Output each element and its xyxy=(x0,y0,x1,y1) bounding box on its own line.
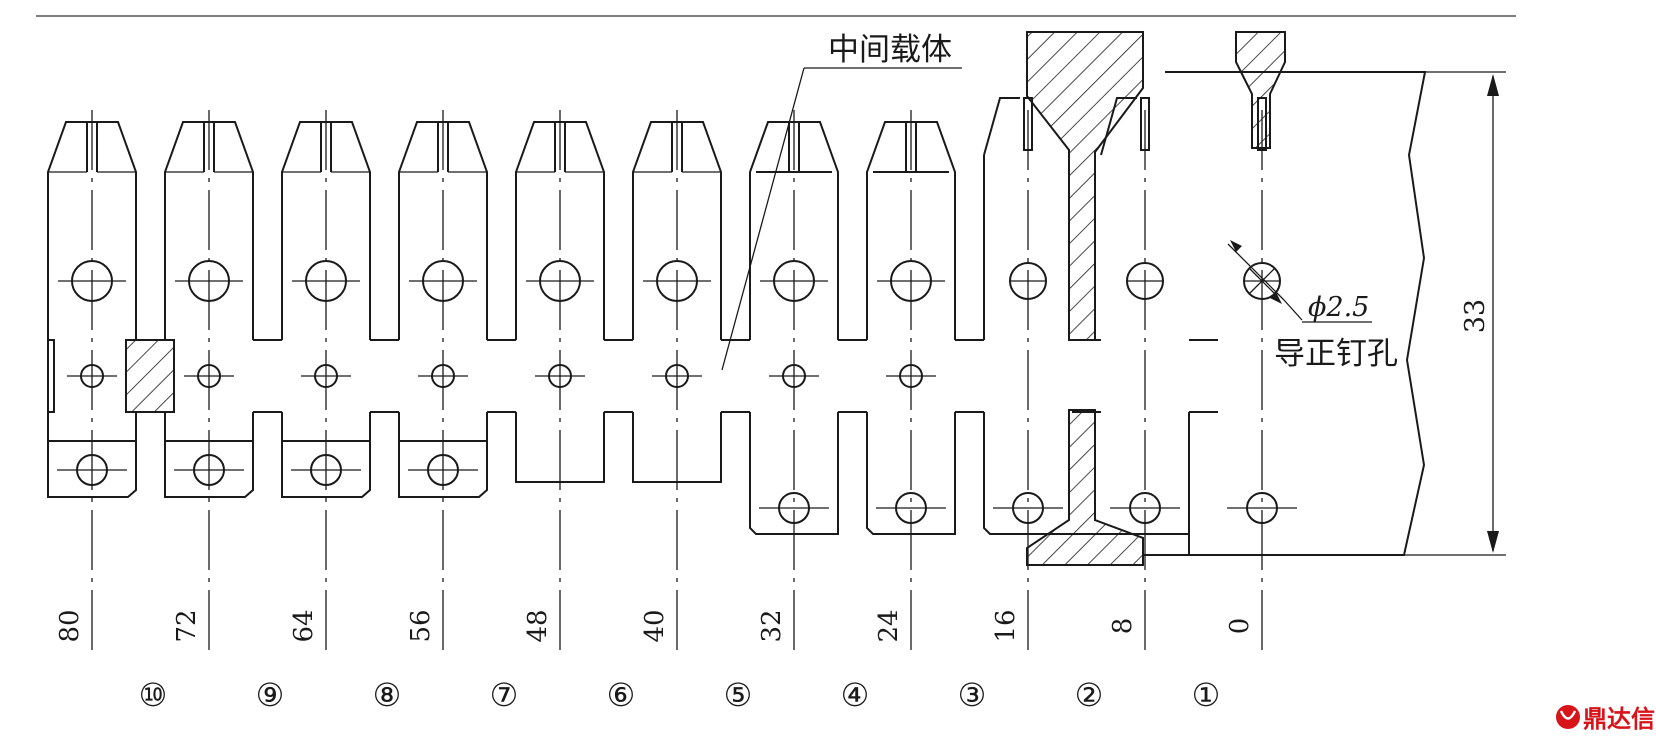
station-number: ⑧ xyxy=(373,676,402,714)
station-position-label: 72 xyxy=(172,609,202,642)
carrier-label: 中间载体 xyxy=(828,32,952,68)
punch-hatching xyxy=(125,31,1286,566)
raw-stock-outline xyxy=(1143,71,1427,556)
pitch-centerlines xyxy=(91,110,1263,650)
carrier-cut-punch xyxy=(125,339,175,413)
overall-dimension-value: 33 xyxy=(1460,299,1491,333)
logo-mark-icon xyxy=(1556,705,1580,729)
station-position-label: 8 xyxy=(1108,618,1138,635)
station-number: ⑦ xyxy=(490,676,519,714)
station-position-label: 56 xyxy=(406,609,436,642)
strip-parts xyxy=(47,97,1297,535)
station-number: ⑨ xyxy=(256,676,285,714)
hole-diameter-label: ϕ2.5 xyxy=(1308,292,1369,323)
station-position-label: 40 xyxy=(640,609,670,642)
station-position-label: 0 xyxy=(1225,618,1255,635)
carrier-callout: 中间载体 xyxy=(721,32,962,371)
lower-punch-block xyxy=(1026,409,1144,566)
station-position-label: 24 xyxy=(874,609,904,642)
station-position-label: 48 xyxy=(523,609,553,642)
station-position-label: 32 xyxy=(757,609,787,642)
pre-punched-stage xyxy=(1100,97,1180,524)
notch-punch-block-large xyxy=(1026,31,1144,341)
overall-dimension: 33 xyxy=(1143,71,1506,556)
station-number: ② xyxy=(1075,676,1104,714)
pre-punched-stage xyxy=(983,97,1063,524)
station-position-label: 64 xyxy=(289,609,319,642)
station-number: ⑩ xyxy=(139,676,168,714)
station-number: ① xyxy=(1192,676,1221,714)
station-number: ⑥ xyxy=(607,676,636,714)
station-number-labels: ⑩ ⑨ ⑧ ⑦ ⑥ ⑤ ④ ③ ② ① xyxy=(139,676,1221,714)
pilot-punch-top xyxy=(1235,31,1286,149)
station-position-label: 80 xyxy=(55,609,85,642)
pilot-hole-callout: ϕ2.5 导正钉孔 xyxy=(1227,240,1398,372)
station-number: ③ xyxy=(958,676,987,714)
station-position-label: 16 xyxy=(991,609,1021,642)
station-number: ⑤ xyxy=(724,676,753,714)
logo-text: 鼎达信 xyxy=(1583,705,1655,733)
pilot-hole-label: 导正钉孔 xyxy=(1274,336,1398,372)
station-number: ④ xyxy=(841,676,870,714)
brand-logo: 鼎达信 xyxy=(1556,705,1655,733)
